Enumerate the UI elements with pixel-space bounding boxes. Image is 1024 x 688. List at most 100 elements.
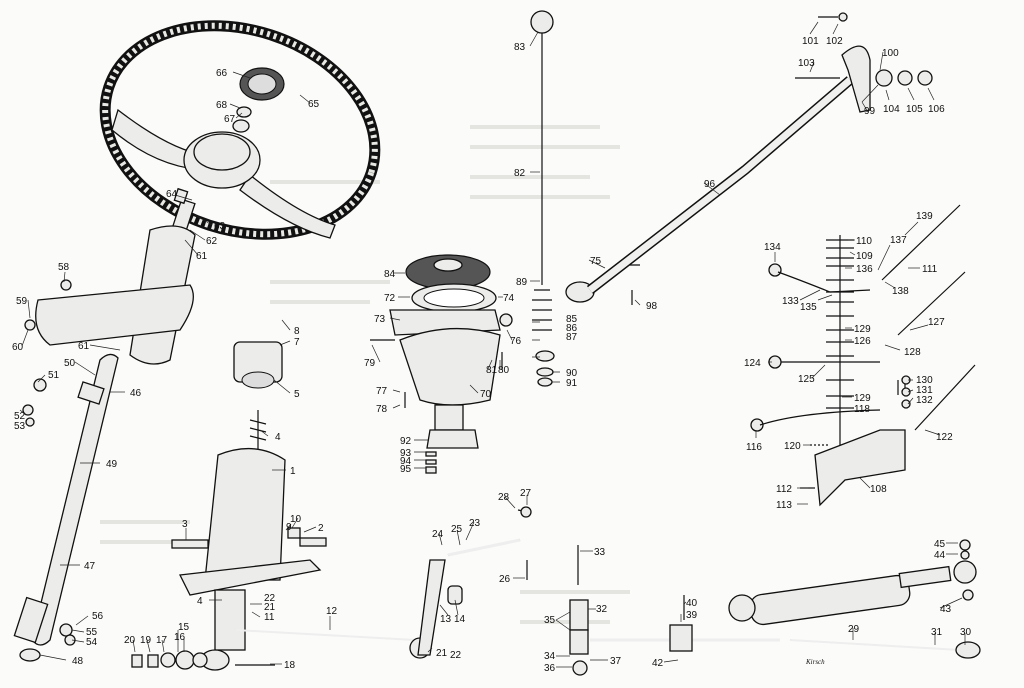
part-label: 124: [744, 358, 761, 369]
part-label: 62: [206, 236, 218, 247]
part-label: 112: [776, 484, 792, 495]
part-label: 43: [940, 604, 952, 615]
part-label: 131: [916, 385, 933, 396]
part-label: 65: [308, 99, 320, 110]
part-label: 49: [106, 459, 118, 470]
part-label: 86: [566, 323, 578, 334]
part-label: 14: [454, 614, 466, 625]
steering-box: [131, 341, 327, 671]
part-label: 44: [934, 550, 946, 561]
part-label: 78: [376, 404, 388, 415]
part-label: 46: [130, 388, 142, 399]
part-label: 51: [48, 370, 60, 381]
part-label: 111: [922, 264, 938, 275]
part-label: 58: [58, 262, 70, 273]
part-label: 29: [848, 624, 860, 635]
part-label: 22: [450, 650, 462, 661]
part-label: 87: [566, 332, 578, 343]
part-label: 104: [883, 104, 900, 115]
part-label: 21: [264, 602, 276, 613]
part-label: 116: [746, 442, 762, 453]
part-label: 50: [64, 358, 76, 369]
part-label: 48: [72, 656, 84, 667]
part-label: 72: [384, 293, 396, 304]
part-label: 108: [870, 484, 887, 495]
steering-linkage: [234, 506, 981, 676]
part-label: 120: [784, 441, 801, 452]
part-label: 34: [544, 651, 556, 662]
part-label: 22: [264, 593, 276, 604]
part-label: 20: [124, 635, 136, 646]
part-label: 74: [503, 293, 515, 304]
leader-lines: [19, 21, 966, 668]
part-label: 135: [800, 302, 817, 313]
part-label: 47: [84, 561, 96, 572]
gearshift-rod: [586, 12, 933, 294]
part-label: 77: [376, 386, 388, 397]
part-label: 37: [610, 656, 622, 667]
part-label: 101: [802, 36, 819, 47]
part-label: 93: [400, 448, 412, 459]
part-label: 17: [156, 635, 168, 646]
part-label: 32: [596, 604, 608, 615]
part-label: 129: [854, 393, 871, 404]
part-label: 128: [904, 347, 921, 358]
part-label: 3: [182, 519, 188, 530]
part-label: 106: [928, 104, 945, 115]
part-label: 92: [400, 436, 412, 447]
part-label: 11: [264, 612, 275, 623]
part-label: 15: [178, 622, 190, 633]
part-label: 79: [364, 358, 376, 369]
part-label: 122: [936, 432, 953, 443]
part-label: 60: [12, 342, 24, 353]
part-label: 113: [776, 500, 792, 511]
part-label: 12: [326, 606, 338, 617]
part-label: 100: [882, 48, 899, 59]
part-label: 61: [78, 341, 90, 352]
part-label: 73: [374, 314, 386, 325]
part-label: 5: [294, 389, 300, 400]
part-label: 13: [440, 614, 452, 625]
part-label: 98: [646, 301, 658, 312]
part-label: 19: [140, 635, 152, 646]
part-label: 9: [286, 522, 292, 533]
part-label: 82: [514, 168, 526, 179]
part-label: 137: [890, 235, 907, 246]
part-label: 28: [498, 492, 510, 503]
part-label: 35: [544, 615, 556, 626]
part-label: 125: [798, 374, 815, 385]
part-label: 40: [686, 598, 698, 609]
part-label: 53: [14, 421, 26, 432]
part-label: 56: [92, 611, 104, 622]
steering-damper: [728, 539, 977, 626]
part-label: 4: [197, 596, 203, 607]
part-label: 16: [174, 632, 186, 643]
part-label: 39: [686, 610, 698, 621]
part-label: 70: [480, 389, 492, 400]
part-label: 95: [400, 464, 412, 475]
part-label: 126: [854, 336, 871, 347]
part-label: 138: [892, 286, 909, 297]
part-label: 109: [856, 251, 873, 262]
part-label: 84: [384, 269, 396, 280]
steering-wheel: [99, 20, 381, 240]
part-label: 85: [566, 314, 578, 325]
part-label: 8: [294, 326, 300, 337]
part-label: 90: [566, 368, 578, 379]
part-label: 23: [469, 518, 481, 529]
part-label: 63: [214, 221, 226, 232]
part-label: 103: [798, 58, 815, 69]
part-label: 132: [916, 395, 933, 406]
part-label: 2: [318, 523, 324, 534]
artist-signature: Kirsch: [805, 658, 825, 666]
part-label: 94: [400, 456, 412, 467]
bleed-through-text: [100, 125, 630, 624]
part-label: 67: [224, 114, 236, 125]
part-label: 136: [856, 264, 873, 275]
part-label: 33: [594, 547, 606, 558]
part-label: 59: [16, 296, 28, 307]
part-label: 52: [14, 411, 26, 422]
part-label: 80: [498, 365, 510, 376]
part-label: 64: [166, 189, 178, 200]
